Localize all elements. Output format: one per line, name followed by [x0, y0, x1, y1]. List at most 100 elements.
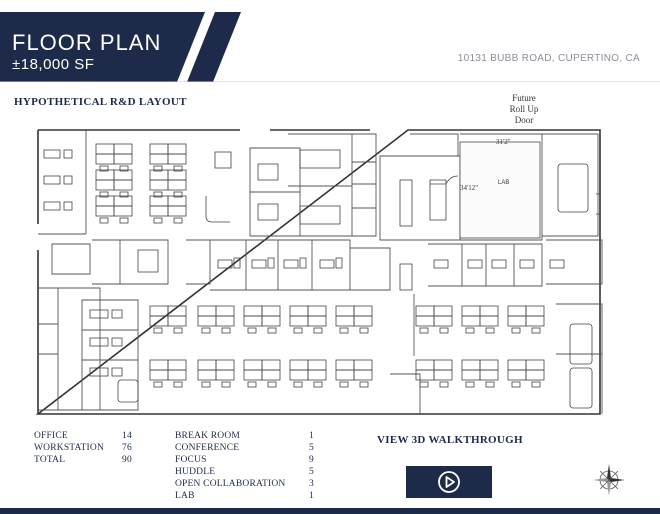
- walkthrough-label[interactable]: VIEW 3D WALKTHROUGH: [377, 434, 523, 446]
- furniture-piece: [335, 359, 355, 371]
- furniture-piece: [111, 337, 123, 347]
- furniture-piece: [63, 201, 73, 211]
- furniture-piece: [479, 369, 499, 381]
- furniture-piece: [289, 359, 309, 371]
- legend-value: 5: [309, 443, 314, 453]
- furniture-piece: [167, 195, 187, 207]
- lab-depth-label: 34'12": [460, 184, 478, 192]
- property-address: 10131 BUBB ROAD, CUPERTINO, CA: [457, 53, 640, 64]
- future-door-line: Future: [512, 93, 536, 103]
- furniture-piece: [439, 381, 449, 388]
- furniture-piece: [149, 205, 169, 217]
- furniture-piece: [293, 327, 303, 334]
- furniture-piece: [113, 179, 133, 191]
- play-icon: [438, 471, 460, 493]
- furniture-piece: [525, 305, 545, 317]
- furniture-piece: [153, 381, 163, 388]
- furniture-piece: [479, 315, 499, 327]
- furniture-piece: [95, 169, 115, 181]
- furniture-piece: [173, 381, 183, 388]
- furniture-piece: [335, 315, 355, 327]
- walkthrough-play-button[interactable]: [406, 466, 492, 498]
- furniture-piece: [419, 381, 429, 388]
- furniture-piece: [167, 359, 187, 371]
- furniture-piece: [215, 305, 235, 317]
- furniture-piece: [549, 259, 565, 269]
- furniture-piece: [465, 381, 475, 388]
- furniture-piece: [149, 305, 169, 317]
- furniture-piece: [167, 315, 187, 327]
- furniture-piece: [197, 305, 217, 317]
- furniture-piece: [485, 327, 495, 334]
- furniture-piece: [461, 315, 481, 327]
- furniture-piece: [113, 205, 133, 217]
- furniture-piece: [197, 369, 217, 381]
- furniture-piece: [153, 217, 163, 224]
- furniture-piece: [479, 305, 499, 317]
- legend-row: OFFICE 14: [34, 430, 132, 442]
- furniture-piece: [433, 315, 453, 327]
- furniture-piece: [215, 369, 235, 381]
- furniture-piece: [99, 165, 109, 172]
- furniture-piece: [353, 369, 373, 381]
- furniture-piece: [335, 369, 355, 381]
- footer-bar: [0, 508, 660, 514]
- furniture-piece: [113, 153, 133, 165]
- legend-value: 14: [122, 431, 132, 441]
- furniture-piece: [173, 217, 183, 224]
- furniture-piece: [197, 359, 217, 371]
- furniture-piece: [525, 359, 545, 371]
- furniture-piece: [153, 327, 163, 334]
- furniture-piece: [243, 315, 263, 327]
- furniture-piece: [167, 143, 187, 155]
- furniture-piece: [149, 143, 169, 155]
- furniture-piece: [243, 305, 263, 317]
- furniture-piece: [319, 259, 335, 269]
- furniture-piece: [221, 381, 231, 388]
- furniture-piece: [243, 369, 263, 381]
- furniture-piece: [261, 305, 281, 317]
- furniture-piece: [507, 305, 527, 317]
- lab-room-label: LAB: [498, 180, 509, 186]
- furniture-piece: [153, 191, 163, 198]
- legend-label: OFFICE: [34, 431, 68, 441]
- furniture-piece: [261, 369, 281, 381]
- furniture-piece: [149, 169, 169, 181]
- furniture-piece: [359, 381, 369, 388]
- furniture-piece: [167, 205, 187, 217]
- furniture-piece: [119, 191, 129, 198]
- furniture-piece: [339, 381, 349, 388]
- furniture-piece: [433, 359, 453, 371]
- furniture-piece: [113, 143, 133, 155]
- furniture-piece: [215, 315, 235, 327]
- furniture-piece: [313, 327, 323, 334]
- furniture-piece: [525, 315, 545, 327]
- furniture-piece: [113, 169, 133, 181]
- furniture-piece: [353, 359, 373, 371]
- furniture-piece: [307, 369, 327, 381]
- furniture-piece: [507, 315, 527, 327]
- furniture-piece: [247, 381, 257, 388]
- furniture-piece: [261, 315, 281, 327]
- furniture-piece: [415, 305, 435, 317]
- legend-value: 1: [309, 491, 314, 501]
- furniture-piece: [289, 305, 309, 317]
- future-door-line: Door: [514, 115, 534, 125]
- floor-plan-drawing: 31'2" 34'12" LAB: [35, 129, 603, 415]
- furniture-piece: [511, 327, 521, 334]
- furniture-piece: [149, 195, 169, 207]
- furniture-piece: [95, 205, 115, 217]
- furniture-piece: [95, 195, 115, 207]
- legend-value: 5: [309, 467, 314, 477]
- furniture-piece: [299, 257, 307, 269]
- furniture-piece: [233, 257, 241, 269]
- furniture-piece: [99, 191, 109, 198]
- furniture-piece: [95, 153, 115, 165]
- furniture-piece: [433, 259, 449, 269]
- furniture-piece: [433, 305, 453, 317]
